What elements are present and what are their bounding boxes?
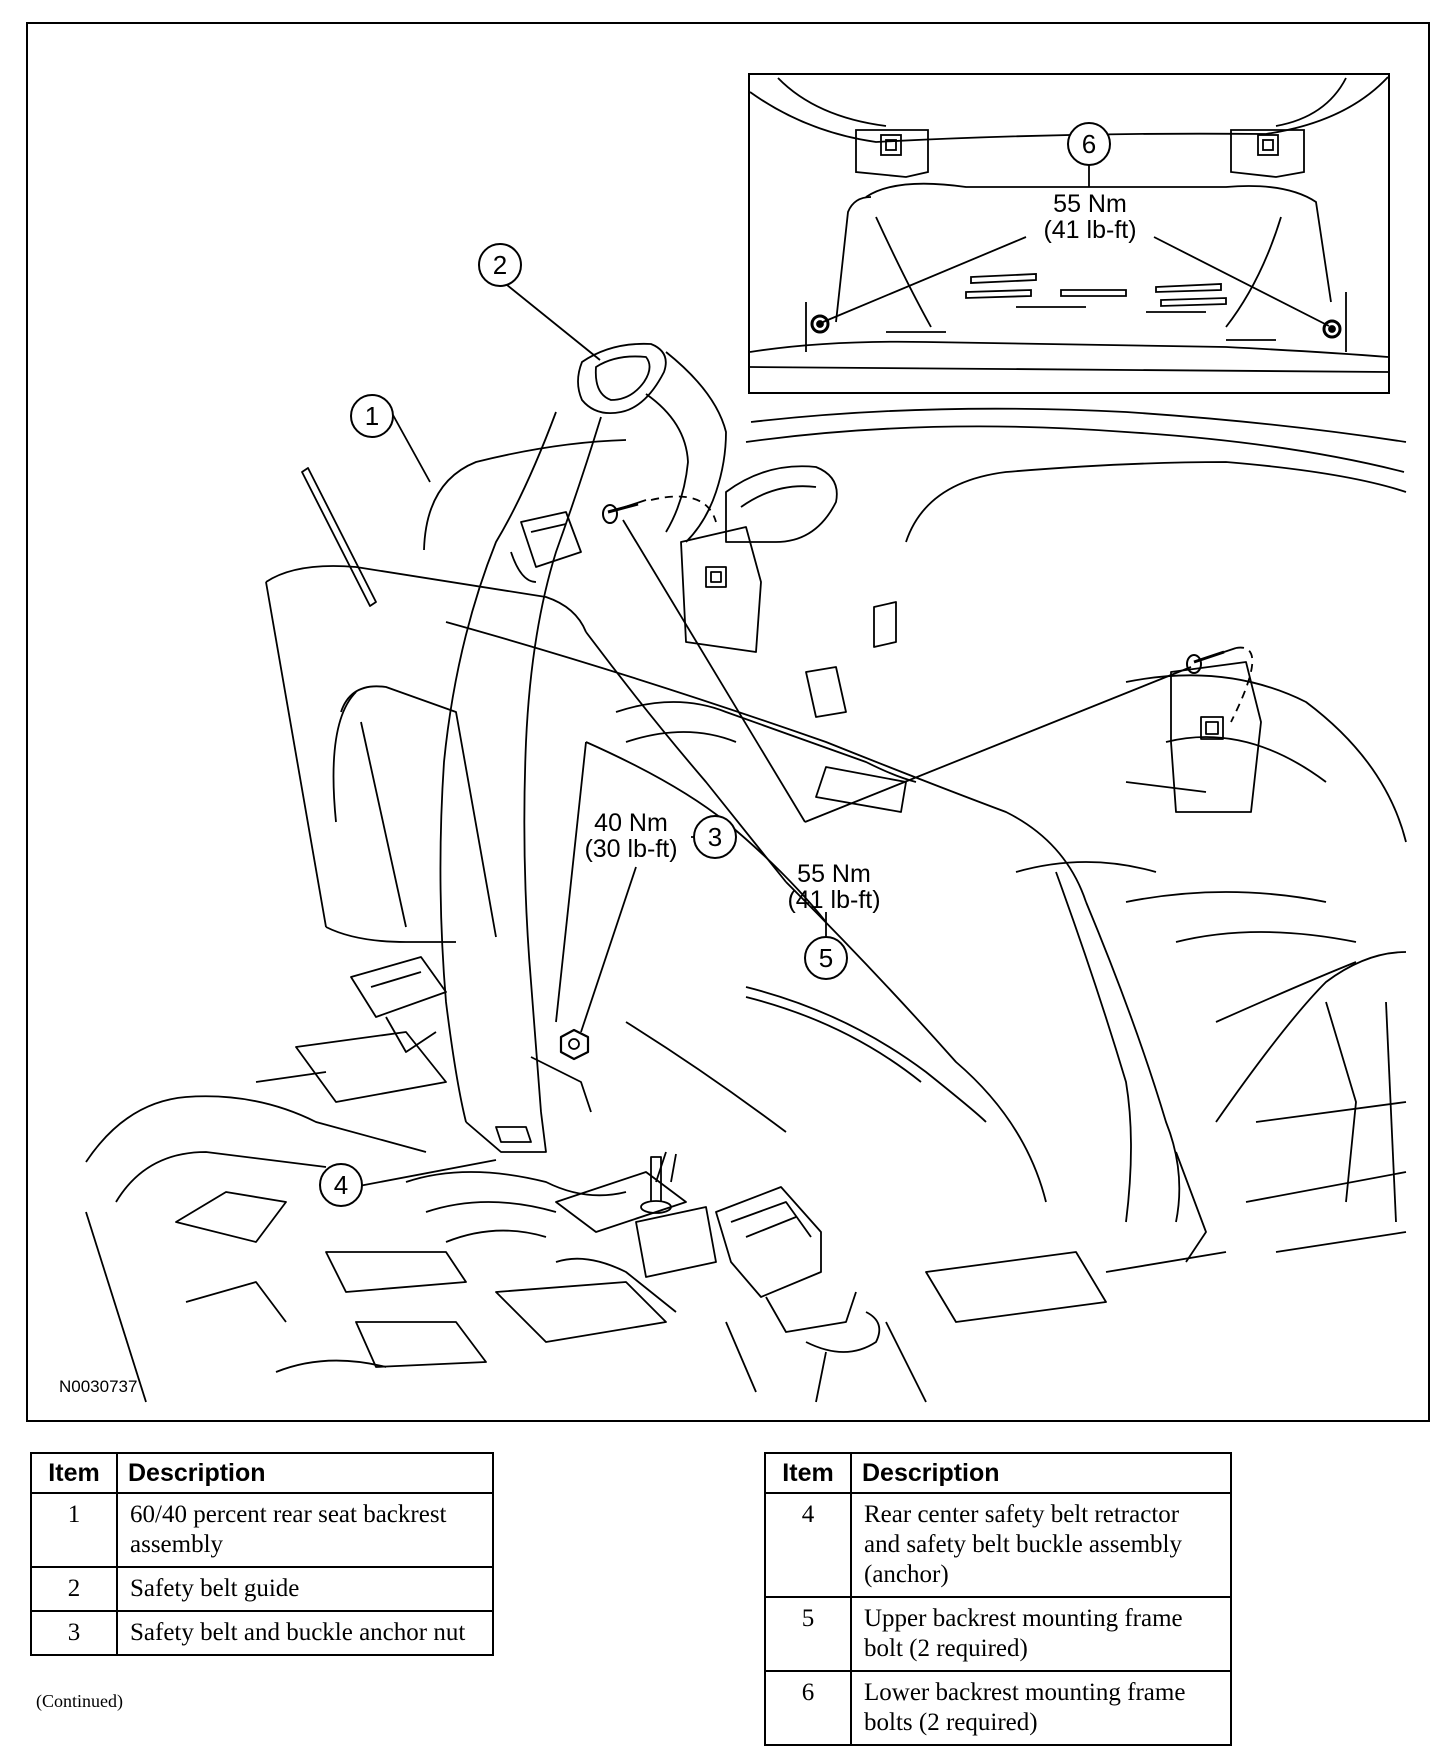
callout-5: 5 xyxy=(804,936,848,980)
item-column-header: Item xyxy=(764,1452,852,1494)
item-number: 3 xyxy=(30,1610,118,1656)
description-column-header: Description xyxy=(116,1452,494,1494)
callout-6-leaders xyxy=(822,165,1330,327)
item-description: Upper backrest mounting frame bolt (2 re… xyxy=(850,1596,1232,1672)
item-number: 6 xyxy=(764,1670,852,1746)
torque-5-metric: 55 Nm xyxy=(797,860,871,888)
item-description: Lower backrest mounting frame bolts (2 r… xyxy=(850,1670,1232,1746)
legend-table-left: Item Description 1 60/40 percent rear se… xyxy=(30,1452,494,1656)
item-number: 2 xyxy=(30,1566,118,1612)
inset-frame xyxy=(748,73,1390,394)
item-description: Rear center safety belt retractor and sa… xyxy=(850,1492,1232,1598)
legend-header-row: Item Description xyxy=(30,1452,494,1494)
callout-6: 6 xyxy=(1067,122,1111,166)
exploded-view-illustration: 6 55 Nm (41 lb-ft) xyxy=(26,22,1430,1422)
torque-6-metric: 55 Nm xyxy=(1053,190,1127,218)
table-row: 5 Upper backrest mounting frame bolt (2 … xyxy=(764,1596,1232,1672)
table-row: 2 Safety belt guide xyxy=(30,1566,494,1612)
main-illustration xyxy=(85,342,1407,1403)
callout-4: 4 xyxy=(319,1163,363,1207)
item-number: 1 xyxy=(30,1492,118,1568)
table-row: 3 Safety belt and buckle anchor nut xyxy=(30,1610,494,1656)
legend-header-row: Item Description xyxy=(764,1452,1232,1494)
torque-5-imperial: (41 lb-ft) xyxy=(787,886,880,914)
svg-text:5: 5 xyxy=(819,943,833,973)
svg-text:1: 1 xyxy=(365,401,379,431)
figure-frame xyxy=(26,22,1430,1422)
item-number: 4 xyxy=(764,1492,852,1598)
table-row: 4 Rear center safety belt retractor and … xyxy=(764,1492,1232,1598)
item-column-header: Item xyxy=(30,1452,118,1494)
inset-lower-bolt-view xyxy=(748,73,1390,394)
callout-leaders xyxy=(358,280,1192,1187)
callout-1: 1 xyxy=(350,394,394,438)
torque-3-metric: 40 Nm xyxy=(594,809,668,837)
continued-note: (Continued) xyxy=(36,1691,123,1711)
item-description: Safety belt guide xyxy=(116,1566,494,1612)
item-description: 60/40 percent rear seat backrest assembl… xyxy=(116,1492,494,1568)
callout-2: 2 xyxy=(478,243,522,287)
figure-ref-code: N0030737 xyxy=(59,1377,137,1396)
torque-3-imperial: (30 lb-ft) xyxy=(584,835,677,863)
item-description: Safety belt and buckle anchor nut xyxy=(116,1610,494,1656)
svg-text:4: 4 xyxy=(334,1170,348,1200)
description-column-header: Description xyxy=(850,1452,1232,1494)
svg-text:3: 3 xyxy=(708,822,722,852)
table-row: 6 Lower backrest mounting frame bolts (2… xyxy=(764,1670,1232,1746)
svg-text:6: 6 xyxy=(1082,129,1096,159)
table-row: 1 60/40 percent rear seat backrest assem… xyxy=(30,1492,494,1568)
item-number: 5 xyxy=(764,1596,852,1672)
torque-6-imperial: (41 lb-ft) xyxy=(1043,216,1136,244)
legend-table-right: Item Description 4 Rear center safety be… xyxy=(764,1452,1232,1746)
callout-3: 3 xyxy=(693,815,737,859)
svg-text:2: 2 xyxy=(493,250,507,280)
